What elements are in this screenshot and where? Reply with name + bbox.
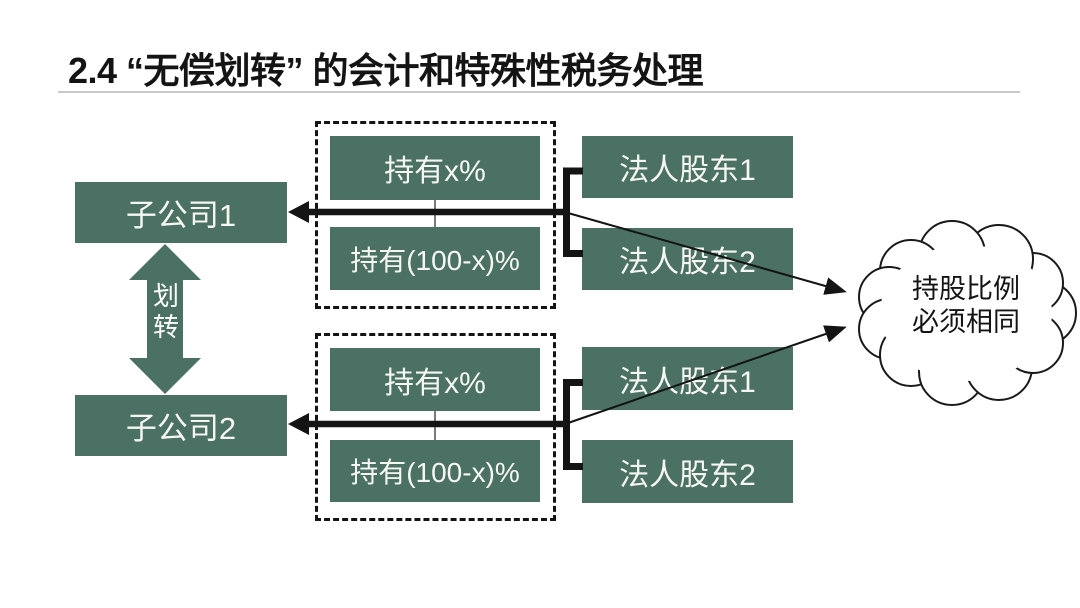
shareholder-1-box-group2: 法人股东1 xyxy=(582,347,793,410)
holding-x-box-2: 持有x% xyxy=(330,348,540,411)
subsidiary-1-box: 子公司1 xyxy=(75,182,287,243)
shareholder-bracket-1 xyxy=(563,167,583,257)
subsidiary-2-box: 子公司2 xyxy=(75,395,287,456)
holding-rest-box-2: 持有(100-x)% xyxy=(330,440,540,502)
cloud-note-line-1: 持股比例 xyxy=(912,274,1020,304)
shareholder-1-box-group1: 法人股东1 xyxy=(582,136,793,198)
holding-x-box-1: 持有x% xyxy=(330,136,540,200)
holding-connector-1 xyxy=(434,200,436,227)
shareholder-bracket-2 xyxy=(563,379,583,470)
cloud-note: 持股比例 必须相同 xyxy=(878,273,1054,339)
cloud-note-line-2: 必须相同 xyxy=(912,307,1020,337)
shareholder-2-box-group2: 法人股东2 xyxy=(582,440,793,503)
title-underline xyxy=(58,91,1020,93)
page-title: 2.4 “无偿划转” 的会计和特殊性税务处理 xyxy=(68,50,704,91)
transfer-label: 划转 xyxy=(149,282,180,344)
shareholder-2-box-group1: 法人股东2 xyxy=(582,228,793,290)
holding-connector-2 xyxy=(434,411,436,440)
holding-rest-box-1: 持有(100-x)% xyxy=(330,227,540,290)
